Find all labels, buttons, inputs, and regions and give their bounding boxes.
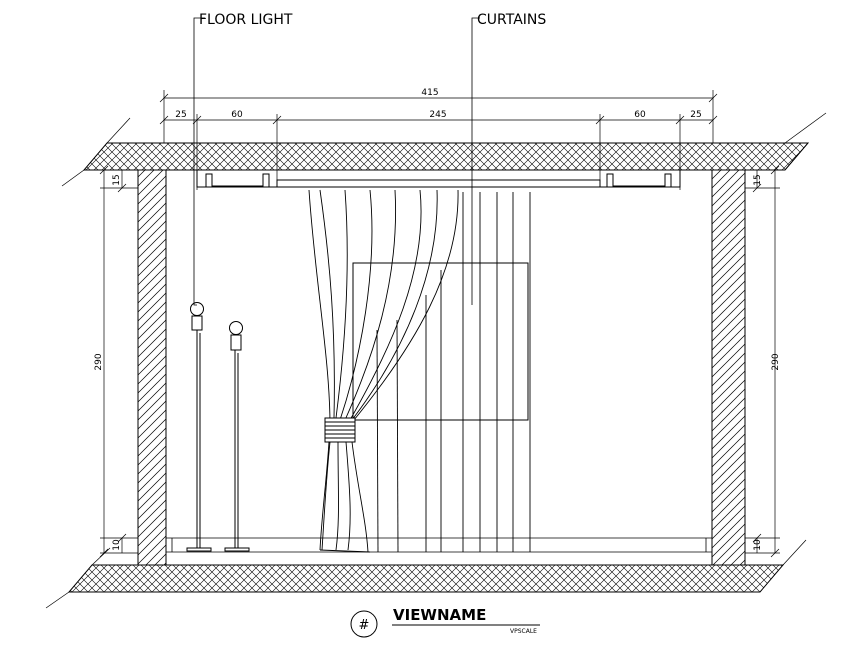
right-floor-depth-dimension: 10 — [753, 539, 763, 551]
right-rail-dimension: 60 — [634, 110, 646, 120]
left-ceiling-depth-dimension: 15 — [112, 174, 122, 185]
curtain-pelmet — [196, 170, 681, 188]
right-height-dimension: 290 — [771, 353, 781, 370]
right-wall — [711, 169, 746, 566]
floor-light-short — [224, 321, 250, 552]
floor-light-tall — [186, 302, 212, 552]
view-scale: VPSCALE — [510, 628, 537, 635]
right-dimension-lines — [745, 165, 780, 558]
view-number-circle — [350, 610, 378, 638]
left-rail-dimension: 60 — [231, 110, 243, 120]
left-wall — [137, 169, 167, 566]
left-dimension-lines — [99, 165, 138, 558]
left-height-dimension: 290 — [94, 353, 104, 370]
curtains-callout: CURTAINS — [477, 12, 546, 28]
curtain-drape — [308, 189, 531, 553]
window — [352, 262, 529, 421]
right-edge-dimension: 25 — [690, 110, 701, 120]
curtain-tieback — [324, 417, 356, 443]
view-title-block: # VIEWNAME VPSCALE — [350, 606, 540, 638]
right-ceiling-depth-dimension: 15 — [753, 174, 763, 185]
room-outline — [166, 169, 712, 566]
left-edge-dimension: 25 — [175, 110, 186, 120]
floor-light-callout: FLOOR LIGHT — [199, 12, 293, 28]
view-number-symbol: # — [359, 618, 370, 633]
left-floor-depth-dimension: 10 — [112, 539, 122, 551]
top-dimension-lines — [159, 90, 718, 190]
overall-width-dimension: 415 — [421, 88, 438, 98]
ceiling-slab — [61, 112, 827, 187]
center-dimension: 245 — [429, 110, 446, 120]
floor-slab — [45, 539, 807, 609]
floor-light-leader — [193, 17, 205, 306]
curtains-leader — [471, 17, 480, 305]
view-name: VIEWNAME — [393, 606, 486, 624]
